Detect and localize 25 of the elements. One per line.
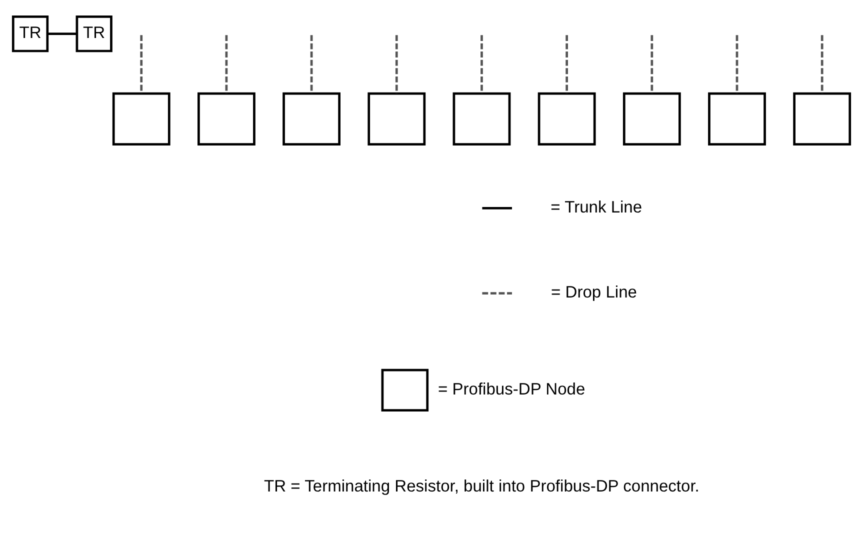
node-box [538, 92, 596, 146]
legend-label: = Drop Line [551, 282, 637, 302]
connector [140, 35, 143, 94]
connector [395, 35, 398, 94]
connector [480, 35, 483, 94]
legend-label: TR = Terminating Resistor, built into Profibus-DP connector. [264, 476, 700, 496]
legend-label: = Trunk Line [550, 198, 642, 217]
connector [310, 35, 313, 94]
connector [225, 35, 228, 94]
node-box [622, 92, 681, 146]
node-box [452, 92, 511, 146]
connector [48, 32, 77, 36]
connector [820, 35, 824, 94]
node-box [708, 92, 766, 146]
connector [736, 35, 738, 94]
node-box [198, 92, 256, 146]
node-box [112, 92, 170, 146]
node-box: TR [12, 16, 49, 52]
node-box [793, 92, 852, 146]
connector [566, 35, 568, 94]
node-box: TR [76, 16, 112, 52]
legend-label: = Profibus-DP Node [438, 380, 586, 399]
node-box [368, 92, 426, 146]
node-box [282, 92, 340, 146]
connector [650, 35, 654, 94]
